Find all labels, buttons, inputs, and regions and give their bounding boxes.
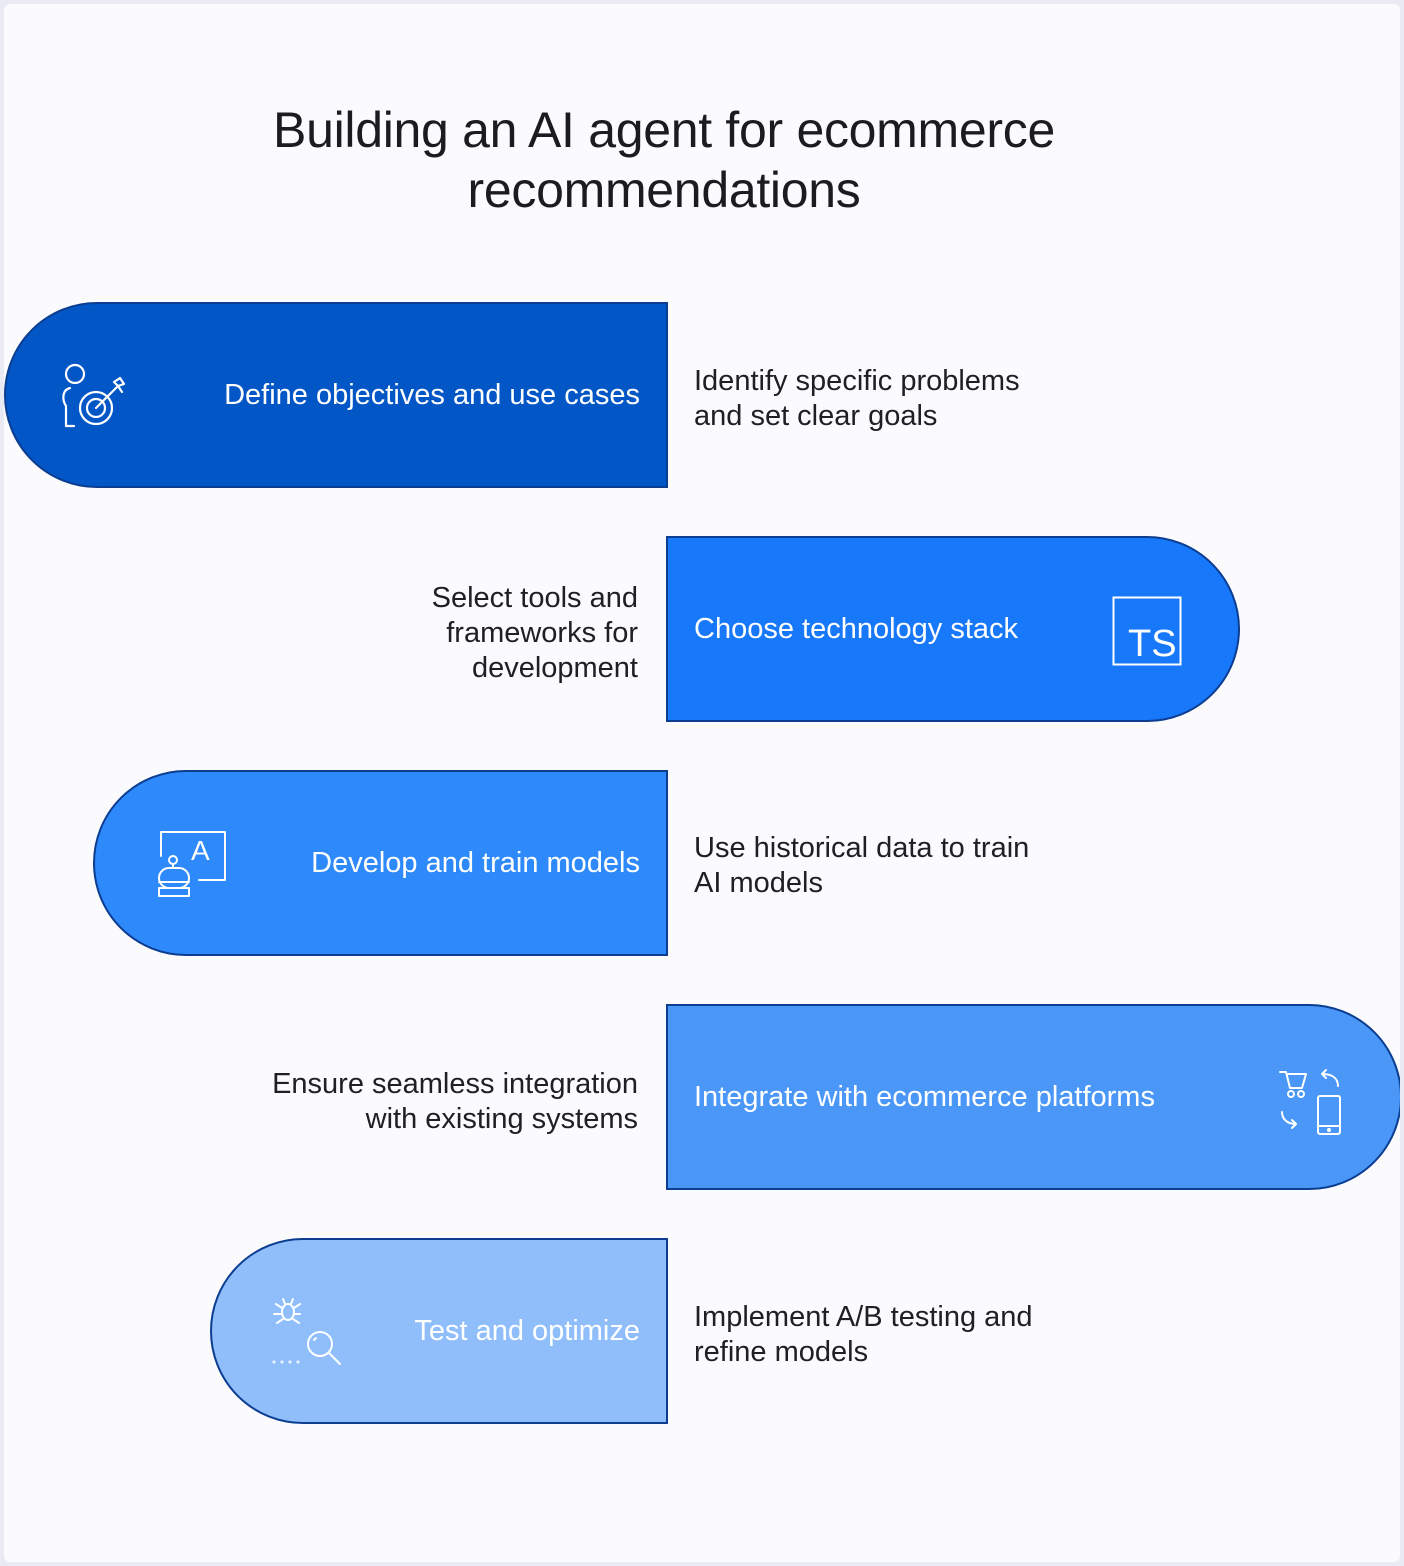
step-1-description: Identify specific problems and set clear… — [694, 364, 1020, 434]
robot-learning-icon: A — [158, 831, 226, 897]
cart-sync-mobile-icon — [1279, 1069, 1341, 1135]
svg-text:A: A — [191, 835, 210, 866]
step-5-pill: Test and optimize — [210, 1238, 668, 1424]
step-1-pill: Define objectives and use cases — [4, 302, 668, 488]
infographic-canvas: Building an AI agent for ecommerce recom… — [4, 4, 1400, 1562]
step-2-pill: Choose technology stack TS — [666, 536, 1240, 722]
description-line: frameworks for — [446, 617, 638, 649]
title-line-2: recommendations — [467, 162, 861, 218]
description-line: with existing systems — [365, 1103, 638, 1135]
svg-text:TS: TS — [1128, 623, 1177, 665]
person-target-icon — [62, 363, 126, 428]
step-5-description: Implement A/B testing and refine models — [694, 1300, 1033, 1370]
typescript-icon: TS — [1112, 596, 1182, 666]
step-3-label: Develop and train models — [311, 846, 640, 879]
description-line: Implement A/B testing and — [694, 1301, 1033, 1333]
description-line: Use historical data to train — [694, 832, 1030, 864]
step-1-label: Define objectives and use cases — [224, 378, 640, 411]
title-line-1: Building an AI agent for ecommerce — [273, 102, 1055, 158]
step-3-description: Use historical data to train AI models — [694, 831, 1029, 901]
bug-search-icon — [272, 1298, 341, 1365]
step-2-description: Select tools and frameworks for developm… — [432, 581, 638, 686]
description-line: Identify specific problems — [694, 365, 1020, 397]
description-line: Select tools and — [431, 582, 638, 614]
step-4-description: Ensure seamless integration with existin… — [272, 1067, 638, 1137]
description-line: Ensure seamless integration — [272, 1068, 638, 1100]
description-line: and set clear goals — [694, 400, 938, 432]
step-5-label: Test and optimize — [414, 1314, 640, 1347]
description-line: AI models — [694, 867, 823, 899]
description-line: development — [471, 652, 638, 684]
description-line: refine models — [694, 1336, 869, 1368]
page-title: Building an AI agent for ecommerce recom… — [164, 100, 1164, 220]
step-2-label: Choose technology stack — [694, 612, 1019, 645]
step-3-pill: A Develop and train models — [93, 770, 668, 956]
step-4-pill: Integrate with ecommerce platforms — [666, 1004, 1400, 1190]
step-4-label: Integrate with ecommerce platforms — [694, 1080, 1155, 1113]
